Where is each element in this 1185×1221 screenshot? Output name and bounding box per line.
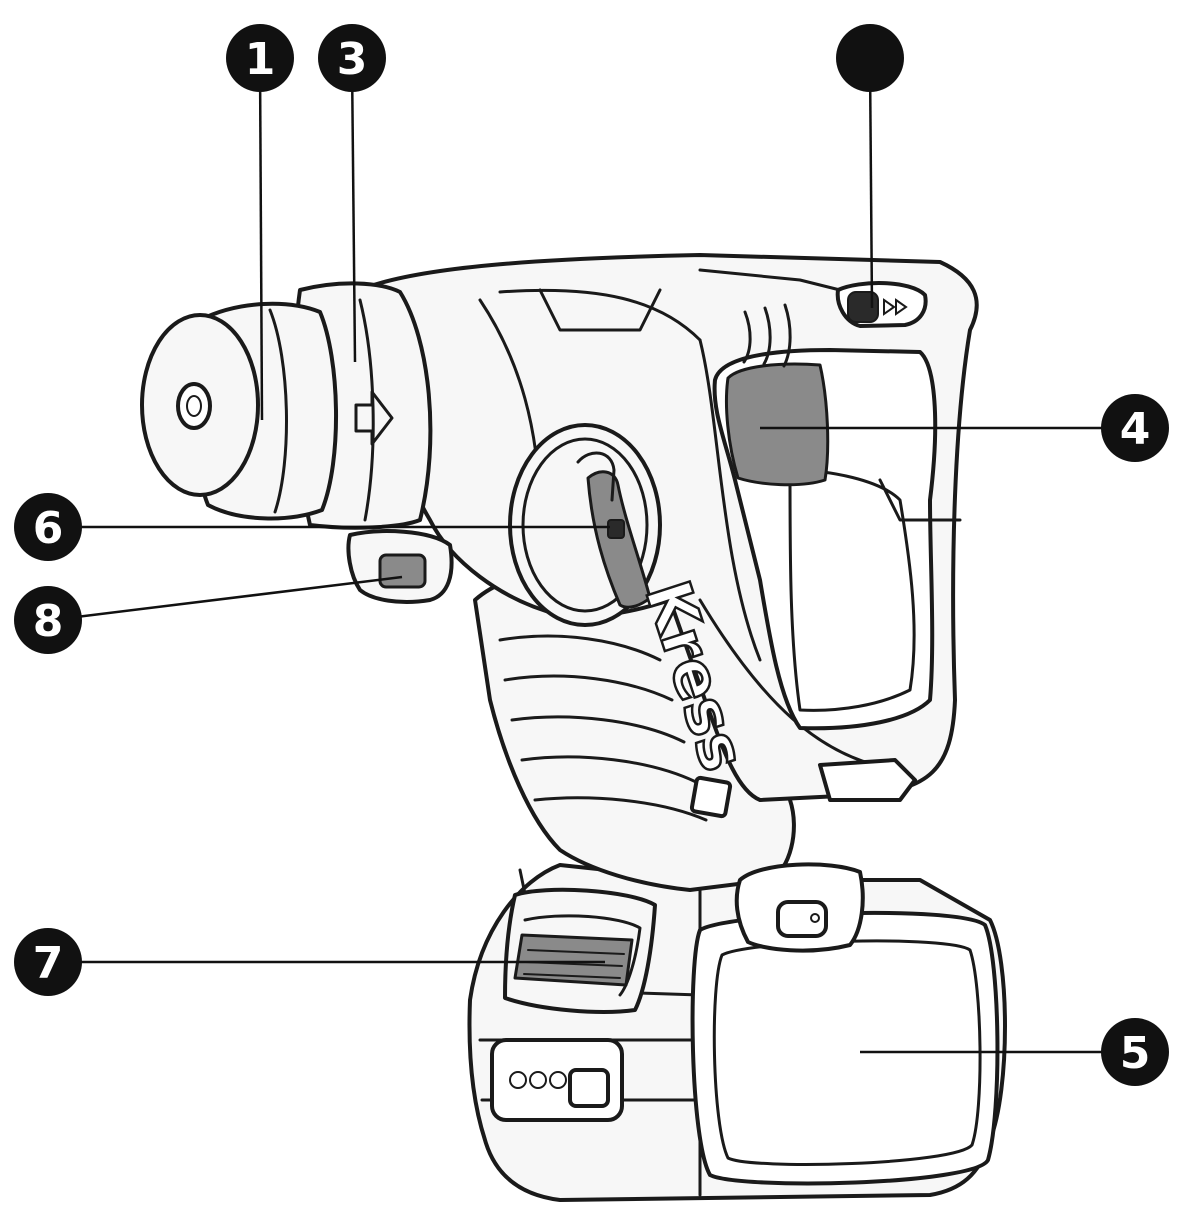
callout-6-label: 6: [33, 503, 64, 554]
chuck-arrow: [354, 390, 394, 446]
callout-8: 8: [14, 586, 82, 654]
callout-blank: [836, 24, 904, 92]
trigger-switch: [724, 362, 830, 487]
charge-indicator: [490, 1038, 624, 1122]
leader-lines: [51, 61, 1130, 1054]
callout-4: 4: [1101, 394, 1169, 462]
callout-6: 6: [14, 493, 82, 561]
callout-4-label: 4: [1120, 404, 1151, 455]
lock-button: [378, 553, 427, 589]
brand-logo-emblem: [689, 775, 733, 819]
battery-release: [503, 887, 657, 1014]
callout-5-label: 5: [1120, 1028, 1151, 1079]
callout-3-label: 3: [337, 34, 368, 85]
callout-7: 7: [14, 928, 82, 996]
callout-1-label: 1: [245, 34, 276, 85]
battery-label-panel: [690, 910, 1000, 1186]
leader-1: [258, 61, 264, 421]
bit-holder: [818, 758, 917, 802]
belt-clip-slot: [734, 862, 865, 953]
led-3: [549, 1071, 567, 1089]
side-button: [346, 529, 454, 604]
leader-blank: [868, 61, 874, 309]
leader-8: [51, 575, 403, 622]
direction-switch-knob: [847, 291, 879, 323]
callout-8-label: 8: [33, 596, 64, 647]
led-2: [529, 1071, 547, 1089]
callout-7-label: 7: [33, 938, 64, 989]
mode-selector: [508, 423, 662, 627]
callout-5: 5: [1101, 1018, 1169, 1086]
chuck-nose: [140, 313, 260, 497]
indicator-button[interactable]: [568, 1068, 610, 1108]
leader-3: [350, 61, 357, 363]
callout-3: 3: [318, 24, 386, 92]
motor-vents: [698, 268, 842, 368]
led-1: [509, 1071, 527, 1089]
direction-switch: [835, 281, 928, 328]
callout-1: 1: [226, 24, 294, 92]
